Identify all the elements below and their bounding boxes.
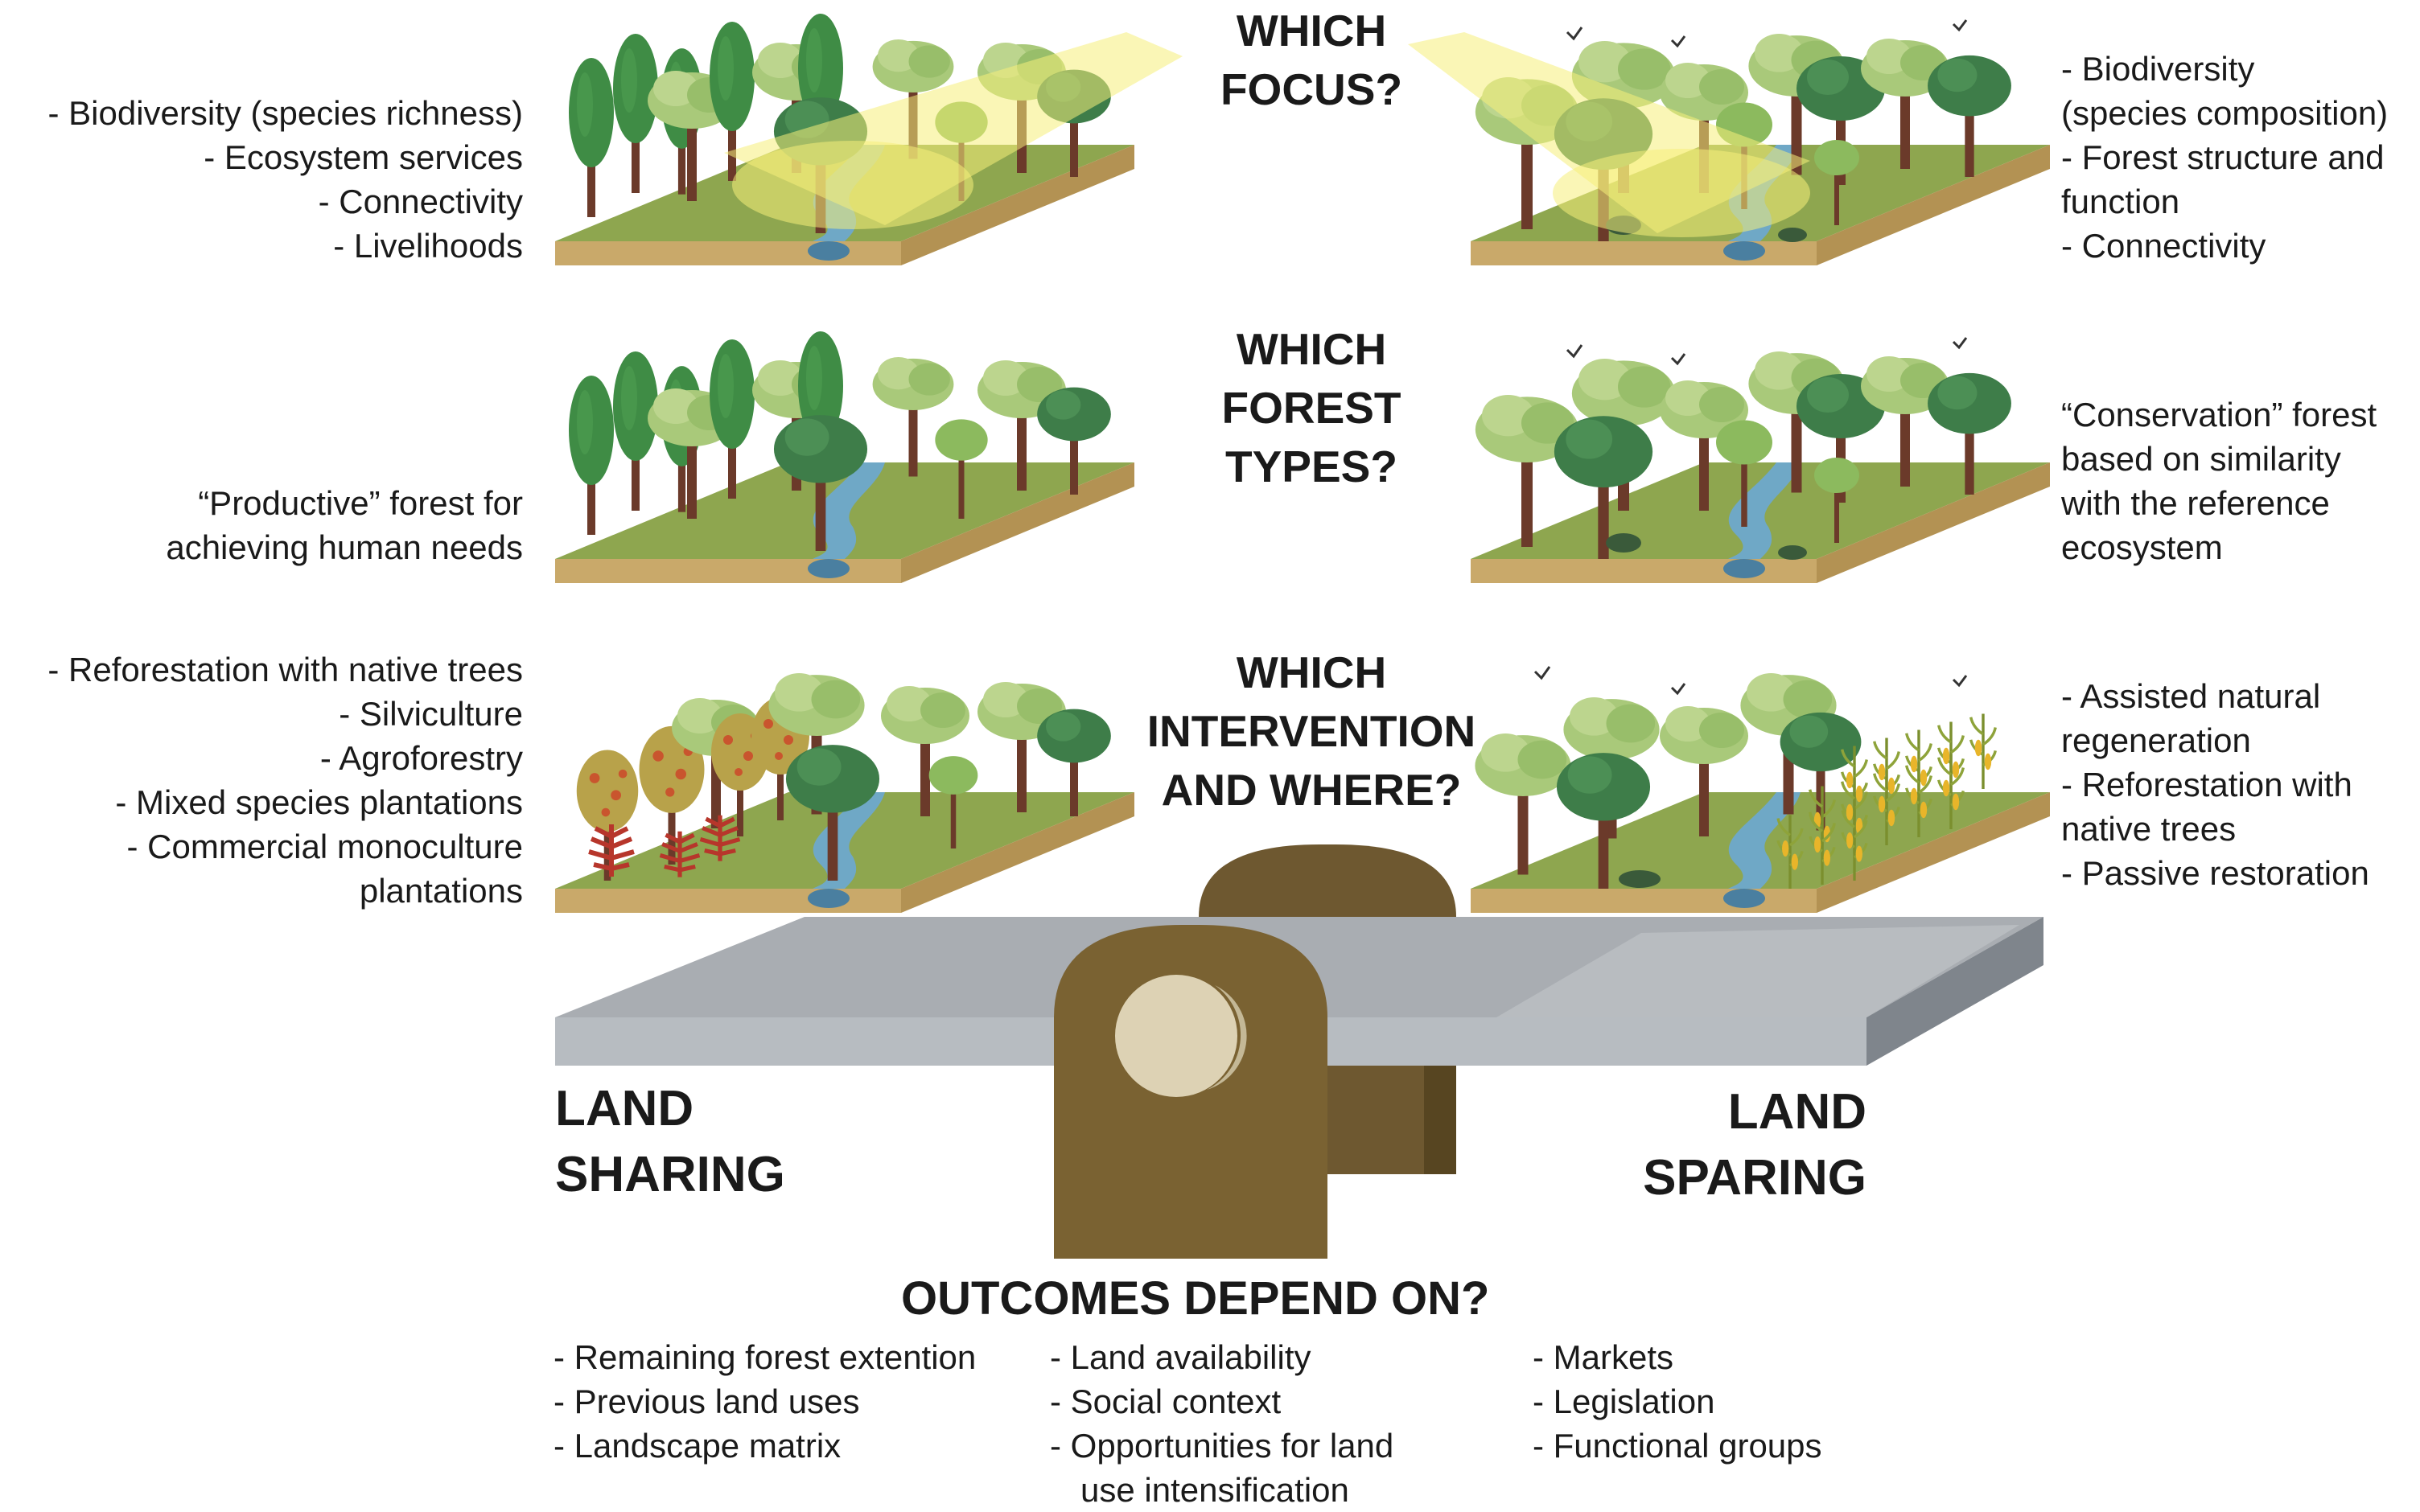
right-intervention-list: - Assisted natural regeneration - Refore… [2061, 677, 2369, 892]
seesaw [555, 844, 2043, 1259]
right-focus-list: - Biodiversity (species composition) - F… [2061, 50, 2389, 265]
seesaw-beam-side [1866, 917, 2043, 1066]
outcomes-col-2: - Land availability - Social context - O… [1050, 1338, 1394, 1509]
fulcrum-knob-shade [1207, 985, 1247, 1090]
seesaw-beam-panel [1496, 925, 2019, 1017]
outcomes-title: OUTCOMES DEPEND ON? [901, 1272, 1490, 1325]
question-forest-types: WHICH FOREST TYPES? [1221, 324, 1401, 491]
question-intervention: WHICH INTERVENTION AND WHERE? [1146, 647, 1476, 815]
land-sparing-label: LAND SPARING [1643, 1084, 1866, 1206]
question-focus: WHICH FOCUS? [1220, 6, 1403, 114]
forest-block-types-left [555, 331, 1134, 583]
forest-block-intervention-left [555, 673, 1134, 913]
fulcrum-knob [1115, 975, 1237, 1097]
forest-block-types-right [1471, 338, 2050, 583]
left-focus-list: - Biodiversity (species richness) - Ecos… [47, 94, 523, 265]
land-sharing-label: LAND SHARING [555, 1081, 785, 1202]
outcomes-col-3: - Markets - Legislation - Functional gro… [1533, 1338, 1822, 1465]
left-intervention-list: - Reforestation with native trees - Silv… [47, 651, 523, 910]
spotlight-pool-right [1553, 149, 1810, 237]
outcomes-col-1: - Remaining forest extention - Previous … [554, 1338, 977, 1465]
left-forest-types: “Productive” forest for achieving human … [166, 484, 523, 566]
forest-block-intervention-right [1471, 667, 2050, 913]
right-forest-types: “Conservation” forest based on similarit… [2061, 396, 2377, 566]
spotlight-pool-left [732, 141, 973, 229]
